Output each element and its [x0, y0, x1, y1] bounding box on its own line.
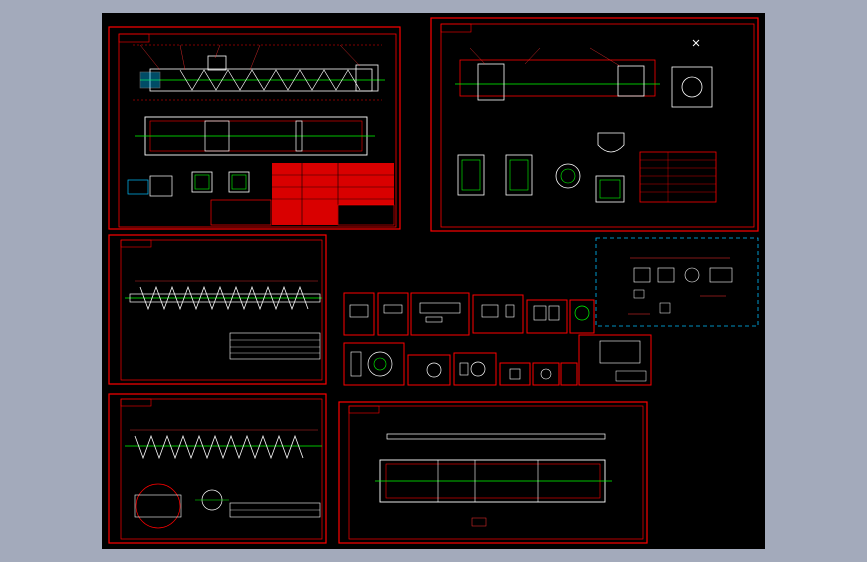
part-sheet[interactable] [560, 362, 578, 386]
sheet-inner-border [440, 23, 755, 228]
sheet-code-box [440, 23, 472, 33]
sheet-inner-border [120, 398, 323, 540]
screw-flight-drawing [125, 429, 322, 460]
sheet-outer-border [108, 26, 401, 230]
title-block-table [229, 332, 321, 360]
sheet-outer-border [108, 234, 327, 385]
screw-flight-drawing [125, 280, 322, 311]
detail-views [127, 171, 272, 226]
sheet-assembly-top-right[interactable] [430, 17, 759, 232]
part-sheet[interactable] [569, 299, 595, 334]
sheet-cyan-notes[interactable] [595, 237, 759, 327]
sheet-screw-shaft-a[interactable] [108, 234, 327, 385]
sheet-trough[interactable] [338, 401, 648, 544]
drawing-canvas[interactable] [102, 13, 765, 549]
part-sheet[interactable] [453, 352, 497, 386]
sheet-code-box [120, 398, 152, 407]
part-sheet[interactable] [407, 354, 451, 386]
sheet-inner-border [348, 405, 644, 540]
parts-list-table [272, 163, 395, 226]
sheet-outer-border [338, 401, 648, 544]
part-sheet[interactable] [410, 292, 470, 336]
flange-detail [134, 483, 229, 529]
sheet-code-box [118, 33, 150, 43]
cad-drawing-viewport[interactable] [102, 13, 765, 549]
part-sheet[interactable] [532, 362, 560, 386]
trough-drawing [375, 433, 612, 527]
section-views [457, 132, 625, 203]
layout-box [595, 237, 759, 327]
conveyor-elevation-view [133, 44, 385, 101]
sheet-small-parts[interactable] [343, 292, 652, 386]
sheet-inner-border [118, 33, 397, 228]
crosshair-cursor-icon [692, 39, 700, 47]
part-sheet[interactable] [526, 299, 568, 334]
sheet-outer-border [108, 393, 327, 544]
sheet-code-box [120, 239, 152, 248]
part-sheet[interactable] [472, 294, 524, 334]
sheet-outer-border [430, 17, 759, 232]
parts-list-table [639, 151, 717, 203]
part-sheet[interactable] [578, 334, 652, 386]
notes-sketches [628, 257, 733, 315]
conveyor-plan-view [135, 116, 375, 156]
sheet-assembly-top-left[interactable] [108, 26, 401, 230]
part-sheet[interactable] [377, 292, 409, 336]
conveyor-side-view [455, 47, 713, 108]
part-sheet[interactable] [499, 362, 531, 386]
part-sheet[interactable] [343, 342, 405, 386]
sheet-inner-border [120, 239, 323, 381]
title-block-table [229, 502, 321, 518]
part-sheet[interactable] [343, 292, 375, 336]
sheet-screw-shaft-b[interactable] [108, 393, 327, 544]
sheet-code-box [348, 405, 380, 414]
